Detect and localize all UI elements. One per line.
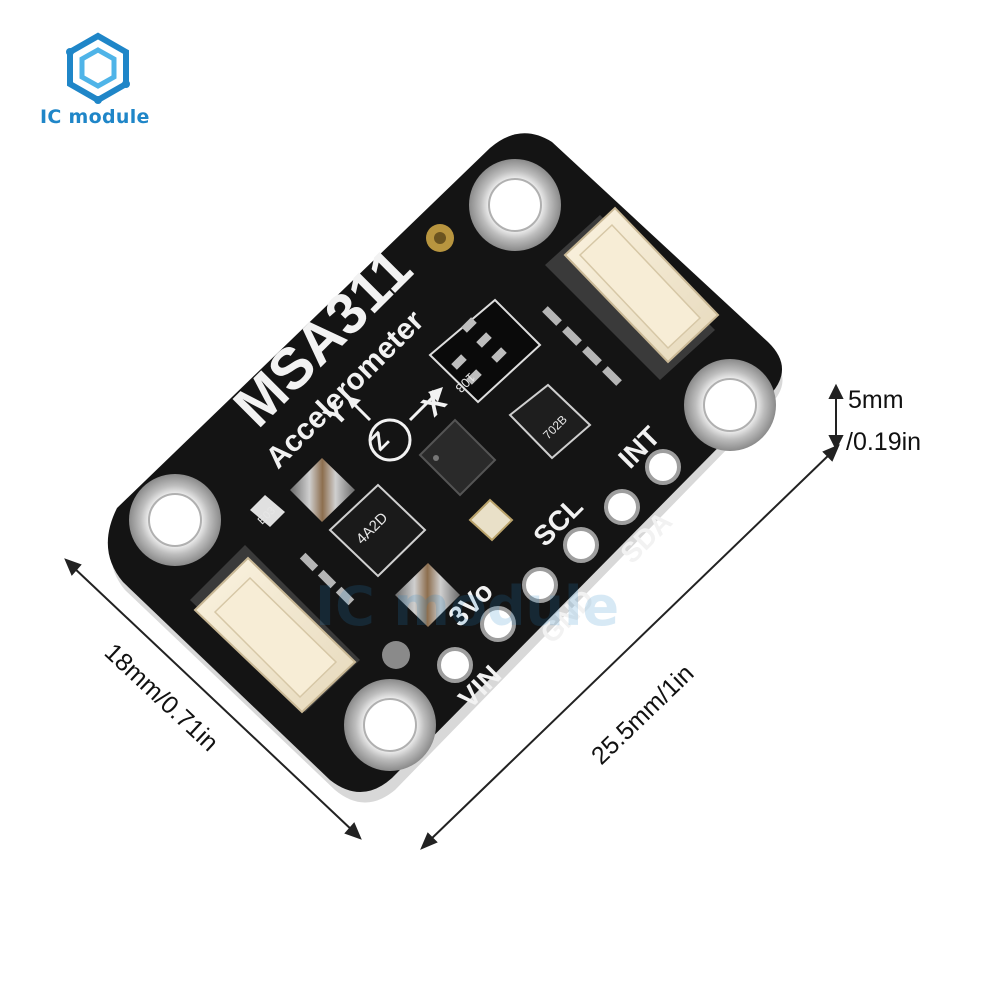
voltage-regulator bbox=[328, 483, 427, 578]
mounting-hole-right bbox=[684, 359, 776, 451]
axis-indicator bbox=[346, 387, 443, 462]
small-resistor bbox=[250, 495, 285, 527]
stemma-connector-bottom bbox=[190, 545, 360, 714]
regulator-chip bbox=[508, 383, 592, 460]
gold-pad bbox=[426, 224, 454, 252]
dimension-arrow-width bbox=[64, 558, 362, 840]
resistor-array-chip bbox=[428, 298, 542, 404]
stemma-connector-top bbox=[542, 206, 720, 386]
hexagon-logo-icon bbox=[66, 32, 130, 104]
mounting-hole-bottom bbox=[344, 679, 436, 771]
led bbox=[468, 498, 514, 542]
brand-name: IC module bbox=[40, 106, 150, 128]
capacitor-1 bbox=[290, 458, 355, 522]
dimension-height-inches: /0.19in bbox=[846, 428, 922, 456]
mounting-hole-left bbox=[129, 474, 221, 566]
via-pad bbox=[382, 641, 410, 669]
dimension-height: 5mm bbox=[848, 386, 904, 414]
mounting-hole-top bbox=[469, 159, 561, 251]
accelerometer-chip bbox=[418, 418, 497, 497]
pin-holes bbox=[437, 449, 681, 683]
capacitor-2 bbox=[395, 563, 460, 627]
dimension-arrow-length bbox=[420, 444, 840, 850]
watermark: IC module bbox=[315, 575, 619, 638]
dimension-arrow-height bbox=[828, 383, 844, 451]
